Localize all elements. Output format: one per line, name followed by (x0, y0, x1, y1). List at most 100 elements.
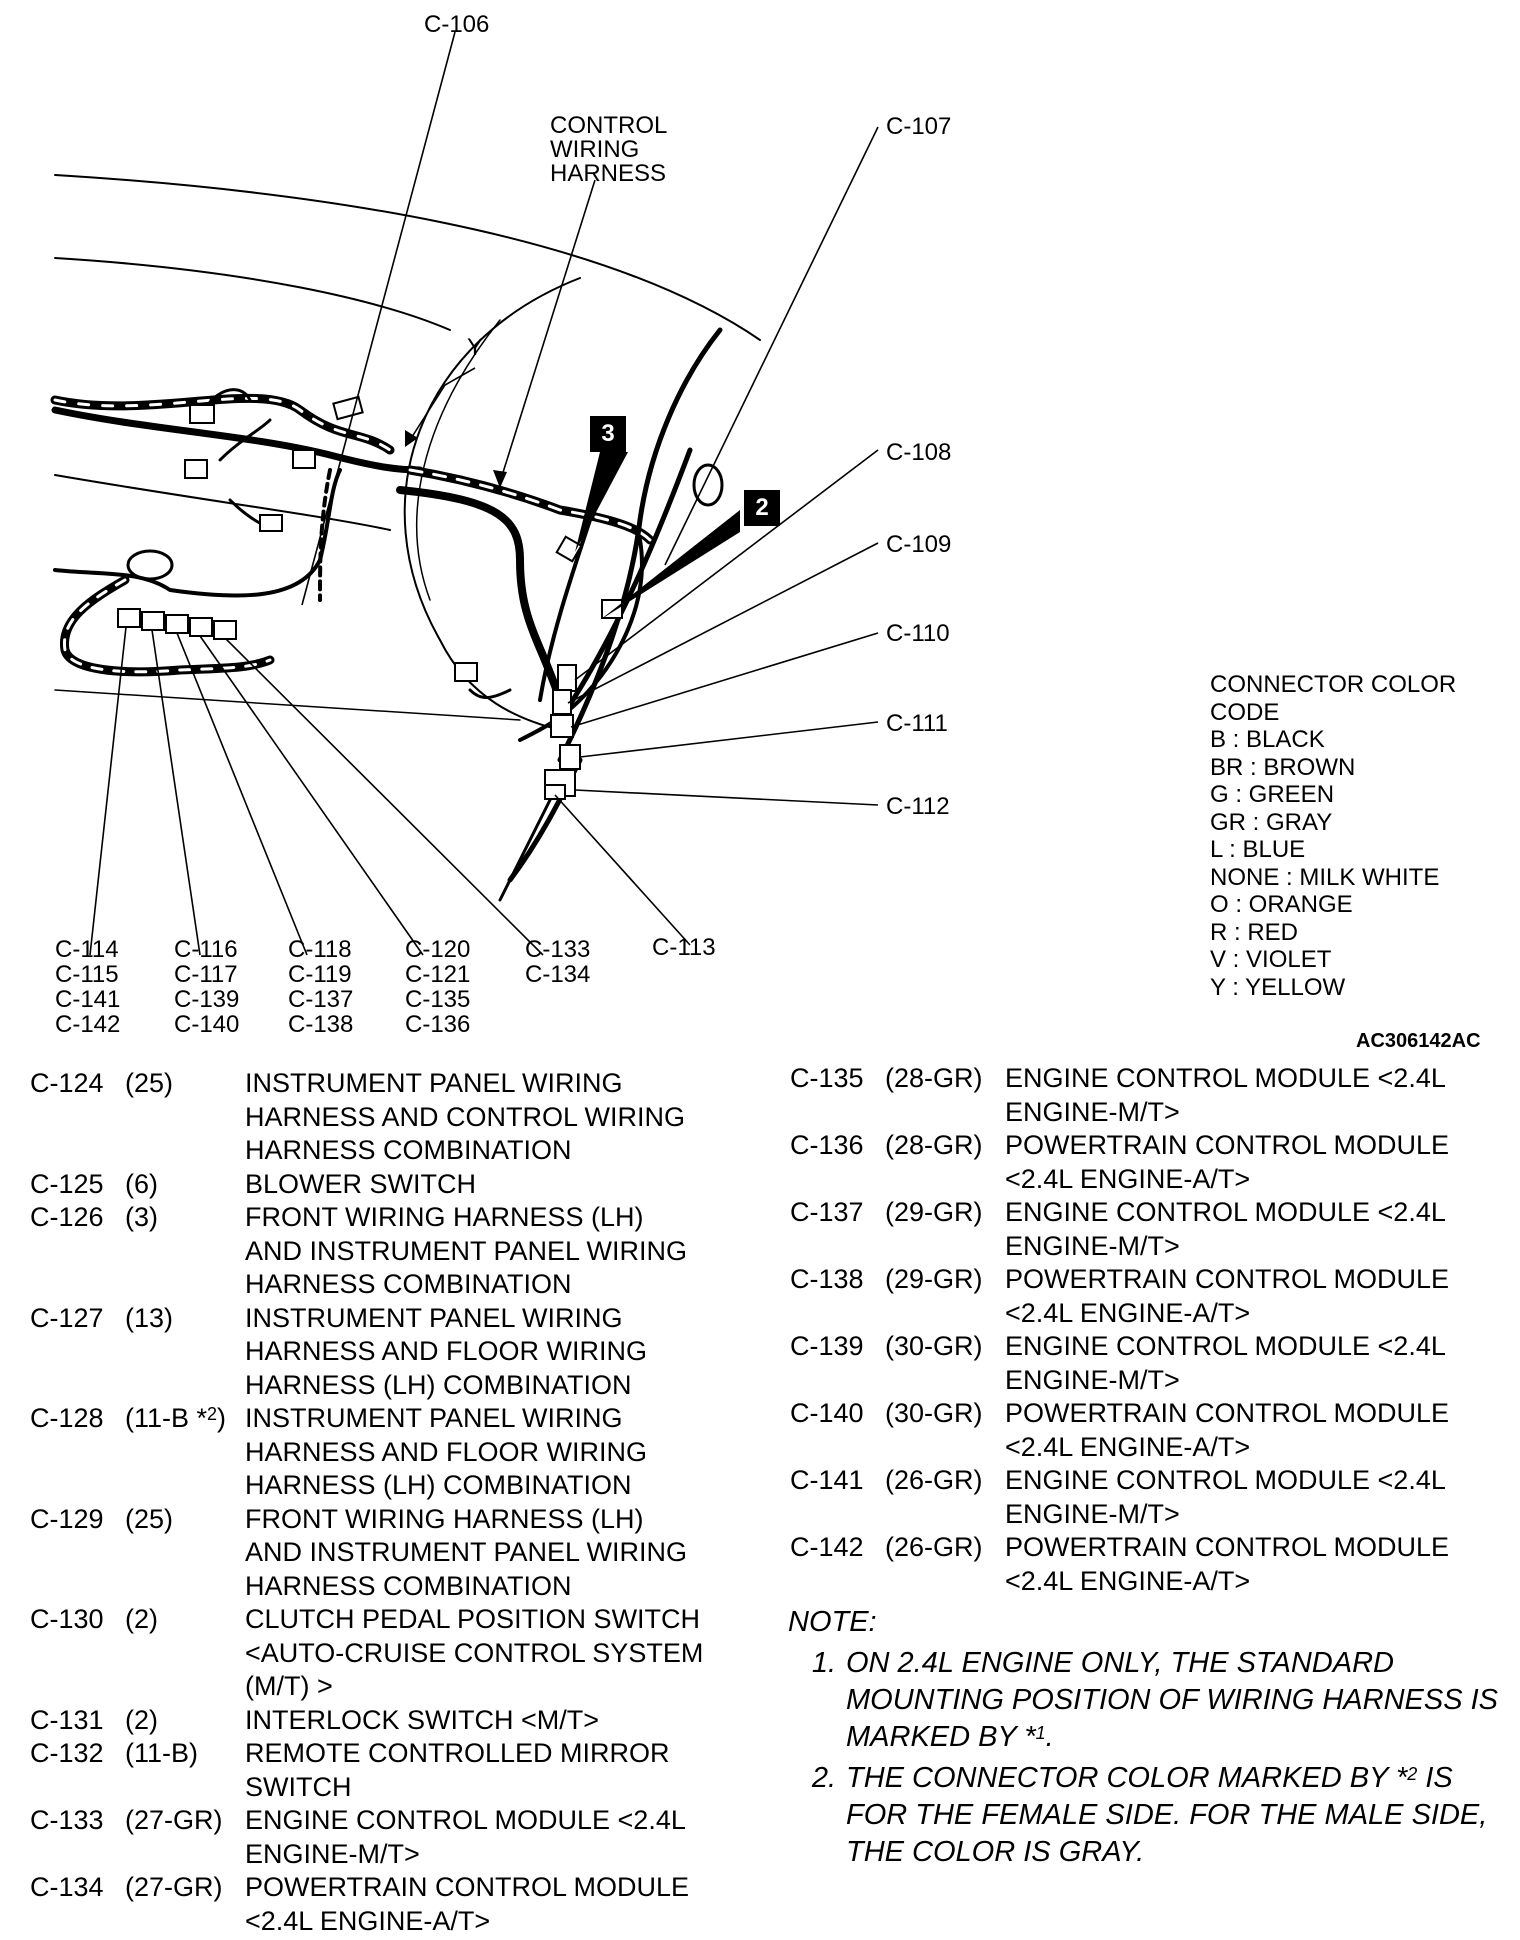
connector-pins: (28-GR) (885, 1063, 983, 1093)
connector-description: POWERTRAIN CONTROL MODULE <2.4L ENGINE-A… (1005, 1264, 1450, 1328)
connector-description: ENGINE CONTROL MODULE <2.4L ENGINE-M/T> (245, 1805, 686, 1869)
group1-line: C-114 (55, 936, 119, 963)
legend-title: CODE (1210, 698, 1280, 726)
connector-group-label-2: C-116 C-117 C-139 C-140 (174, 937, 239, 1037)
legend-item: O : ORANGE (1210, 891, 1353, 918)
connector-description: ENGINE CONTROL MODULE <2.4L ENGINE-M/T> (1005, 1331, 1446, 1395)
connector-description: INSTRUMENT PANEL WIRING HARNESS AND FLOO… (245, 1403, 648, 1500)
connector-pins: (30-GR) (885, 1398, 983, 1428)
grommet-right (692, 463, 724, 507)
figure-id: AC306142AC (1356, 1030, 1481, 1052)
leader-c106 (301, 31, 456, 606)
group5-line: C-134 (525, 961, 591, 988)
connector-group-label-3: C-118 C-119 C-137 C-138 (288, 937, 353, 1037)
connector-pins: (27-GR) (125, 1805, 223, 1835)
dash-bottom (54, 689, 521, 721)
label-c108: C-108 (886, 439, 952, 466)
connector-group-2 (141, 611, 165, 631)
connector-c111 (559, 744, 581, 770)
connector-id: C-138 (790, 1264, 864, 1294)
connector-d (259, 514, 283, 532)
connector-pins: (25) (125, 1503, 174, 1534)
connector-row: C-131(2)INTERLOCK SWITCH <M/T> (30, 1704, 725, 1738)
right-bundle-3 (538, 518, 592, 702)
connector-description: CLUTCH PEDAL POSITION SWITCH <AUTO-CRUIS… (245, 1604, 704, 1701)
callout-2-wedge (600, 510, 740, 620)
connector-description: POWERTRAIN CONTROL MODULE <2.4L ENGINE-A… (1005, 1398, 1450, 1462)
note-superscript: 1 (1035, 1723, 1046, 1743)
connector-3 (555, 535, 583, 563)
connector-pins-sup: 2 (207, 1404, 218, 1424)
connector-row: C-136(28-GR)POWERTRAIN CONTROL MODULE <2… (790, 1129, 1505, 1196)
connector-description: REMOTE CONTROLLED MIRROR SWITCH (245, 1738, 670, 1802)
connector-row: C-124(25)INSTRUMENT PANEL WIRING HARNESS… (30, 1067, 725, 1168)
arrow-control (493, 470, 507, 488)
connector-row: C-129(25)FRONT WIRING HARNESS (LH) AND I… (30, 1503, 725, 1604)
connector-id: C-134 (30, 1872, 104, 1902)
connector-pins: (29-GR) (885, 1264, 983, 1294)
leader-g4 (199, 635, 424, 956)
note-text-body: ON 2.4L ENGINE ONLY, THE STANDARD MOUNTI… (846, 1647, 1499, 1753)
note-text: ON 2.4L ENGINE ONLY, THE STANDARD MOUNTI… (846, 1645, 1506, 1756)
group2-line: C-116 (174, 936, 238, 963)
connector-row: C-142(26-GR)POWERTRAIN CONTROL MODULE <2… (790, 1531, 1505, 1598)
connector-row: C-130(2)CLUTCH PEDAL POSITION SWITCH <AU… (30, 1603, 725, 1704)
group4-line: C-121 (405, 961, 471, 988)
label-control-line-1: CONTROL (550, 112, 668, 139)
connector-c (292, 449, 316, 469)
connector-id: C-136 (790, 1130, 864, 1160)
legend-item: V : VIOLET (1210, 946, 1332, 973)
connector-row: C-141(26-GR)ENGINE CONTROL MODULE <2.4L … (790, 1464, 1505, 1531)
connector-description: INSTRUMENT PANEL WIRING HARNESS AND CONT… (245, 1068, 686, 1165)
callout-2: 2 (744, 490, 780, 526)
connector-id: C-141 (790, 1465, 864, 1495)
connector-id: C-128 (30, 1403, 104, 1433)
center-harness-tape (408, 468, 652, 542)
connector-a (189, 404, 215, 424)
leader-c108 (574, 449, 879, 681)
right-bundle-2 (557, 447, 693, 723)
legend-item: NONE : MILK WHITE (1210, 863, 1440, 891)
group4-line: C-136 (405, 1011, 471, 1038)
wiring-diagram (50, 31, 879, 956)
harness-down (396, 486, 564, 704)
leader-c112 (574, 789, 879, 806)
connector-pins: (13) (125, 1302, 174, 1333)
connector-row: C-140(30-GR)POWERTRAIN CONTROL MODULE <2… (790, 1397, 1505, 1464)
legend-item: Y : YELLOW (1210, 973, 1346, 1001)
connector-group-5 (213, 620, 237, 640)
connector-row: C-138 (29-GR) POWERTRAIN CONTROL MODULE <2… (790, 1263, 1505, 1330)
note-text: THE CONNECTOR COLOR MARKED BY *2 IS FOR … (846, 1760, 1506, 1871)
connector-row: C-125(6)BLOWER SWITCH (30, 1168, 725, 1202)
dash-panel-curve (403, 277, 581, 731)
connector-description: FRONT WIRING HARNESS (LH) AND INSTRUMENT… (245, 1202, 688, 1299)
connector-description: BLOWER SWITCH (245, 1168, 477, 1199)
connector-description: POWERTRAIN CONTROL MODULE <2.4L ENGINE-A… (1005, 1130, 1450, 1194)
note-text-tail: IS FOR THE FEMALE SIDE. FOR THE MALE SID… (846, 1762, 1488, 1868)
connector-description: POWERTRAIN CONTROL MODULE <2.4L ENGINE-A… (1005, 1532, 1450, 1596)
connector-id: C-142 (790, 1532, 864, 1562)
connector-id: C-127 (30, 1302, 104, 1333)
group2-line: C-140 (174, 1011, 240, 1038)
connector-id: C-129 (30, 1503, 104, 1534)
group3-line: C-118 (288, 936, 352, 963)
connector-pins: (11-B *2) (125, 1402, 245, 1503)
connector-color-legend: CONNECTOR COLOR CODE B : BLACK BR : BROW… (1210, 671, 1456, 1001)
label-c113: C-113 (652, 934, 716, 961)
legend-item: G : GREEN (1210, 781, 1335, 808)
label-c109: C-109 (886, 531, 952, 558)
connector-c113 (544, 784, 566, 800)
group3-line: C-137 (288, 986, 354, 1013)
dash-vertical (318, 468, 332, 602)
connector-row: C-137(29-GR)ENGINE CONTROL MODULE <2.4L … (790, 1196, 1505, 1263)
connector-c110 (550, 714, 574, 738)
connector-f (601, 599, 623, 619)
connector-b (184, 459, 208, 479)
notes-title: NOTE: (788, 1606, 877, 1638)
note-number: 2. (811, 1762, 836, 1794)
callout-3: 3 (590, 416, 626, 452)
notes: NOTE: 1. ON 2.4L ENGINE ONLY, THE STANDA… (788, 1604, 1508, 1871)
connector-description: ENGINE CONTROL MODULE <2.4L ENGINE-M/T> (1005, 1197, 1446, 1261)
connector-row: C-135(28-GR)ENGINE CONTROL MODULE <2.4L … (790, 1062, 1505, 1129)
connector-pins: (25) (125, 1068, 174, 1098)
